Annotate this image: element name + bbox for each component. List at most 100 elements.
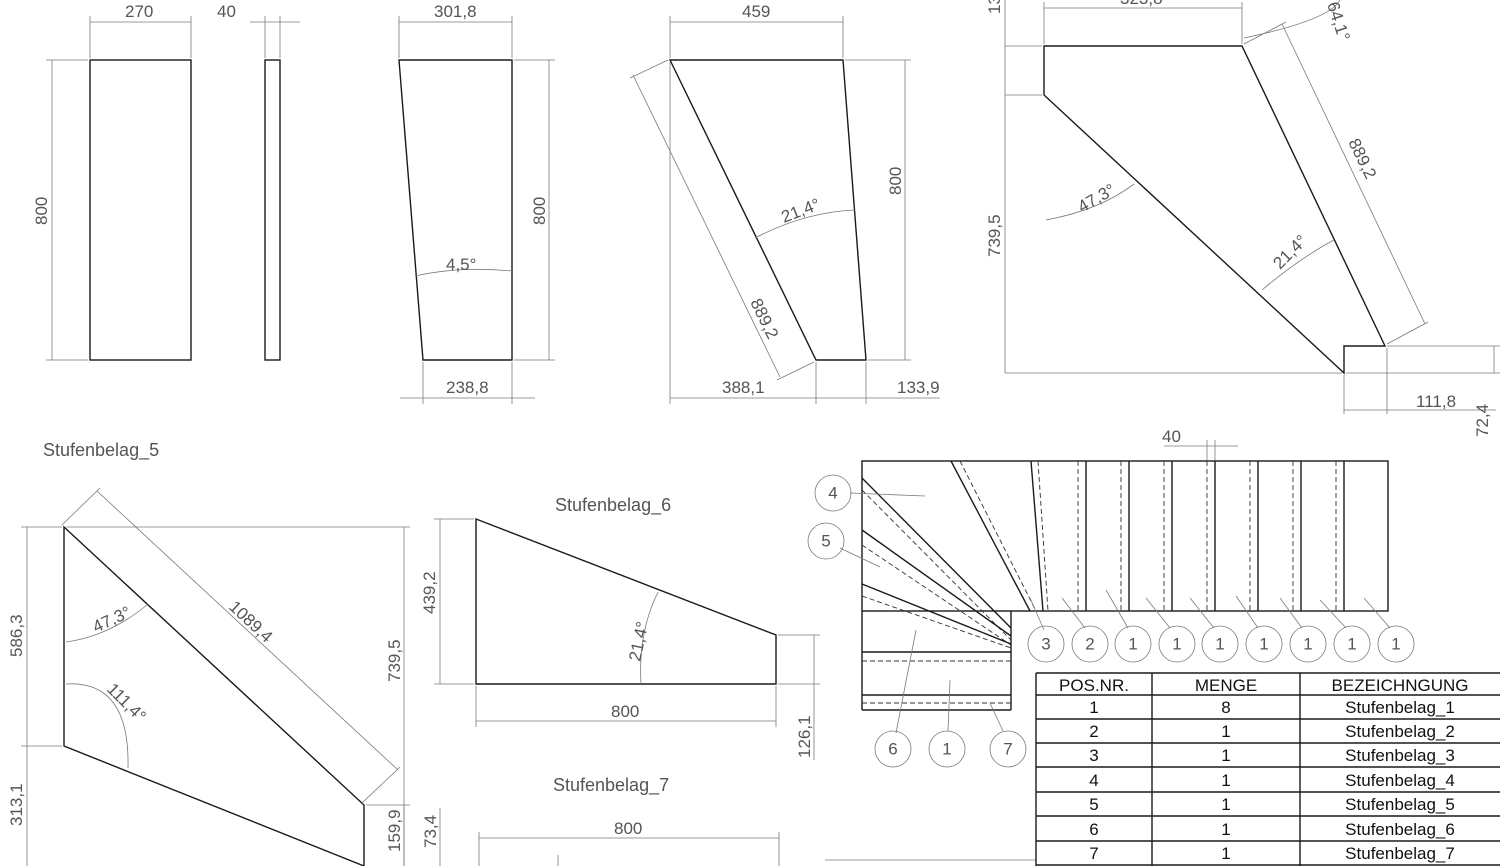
bom-header-row: POS.NR. MENGE BEZEICHNGUNG xyxy=(1059,676,1468,695)
dim-height: 800 xyxy=(886,167,905,195)
dim-right: 126,1 xyxy=(795,715,814,758)
assembly-outline xyxy=(861,460,1389,612)
dim-height: 73,4 xyxy=(421,815,440,848)
dim-diagonal: 889,2 xyxy=(1344,135,1380,182)
dim-top: 301,8 xyxy=(434,2,477,21)
svg-text:1: 1 xyxy=(1215,635,1224,654)
balloon: 3 xyxy=(1027,625,1065,663)
svg-text:8: 8 xyxy=(1221,698,1230,717)
balloon: 1 xyxy=(1377,625,1415,663)
balloon: 5 xyxy=(807,522,845,560)
svg-text:Stufenbelag_4: Stufenbelag_4 xyxy=(1345,771,1455,790)
svg-text:Stufenbelag_3: Stufenbelag_3 xyxy=(1345,746,1455,765)
dim-step-height: 72,4 xyxy=(1473,404,1492,437)
dim-angle: 21,4° xyxy=(779,195,823,227)
dim-angle: 21,4° xyxy=(625,620,652,663)
bom-row: 1 8 Stufenbelag_1 xyxy=(1089,698,1455,717)
dim-angle-a: 47,3° xyxy=(90,603,134,637)
svg-text:1: 1 xyxy=(1303,635,1312,654)
dim-height: 439,2 xyxy=(420,571,439,614)
svg-text:4: 4 xyxy=(828,484,837,503)
svg-text:1: 1 xyxy=(942,740,951,759)
balloon: 1 xyxy=(928,730,966,768)
bom-header-pos: POS.NR. xyxy=(1059,676,1129,695)
dim-diagonal: 1089,4 xyxy=(225,597,276,646)
bom-header-name: BEZEICHNGUNG xyxy=(1332,676,1469,695)
bom-row: 6 1 Stufenbelag_6 xyxy=(1089,820,1455,839)
dim-angle-right: 21,4° xyxy=(1269,231,1311,273)
bom-row: 5 1 Stufenbelag_5 xyxy=(1089,795,1455,814)
svg-text:Stufenbelag_7: Stufenbelag_7 xyxy=(1345,844,1455,863)
balloon: 1 xyxy=(1201,625,1239,663)
bom-table: POS.NR. MENGE BEZEICHNGUNG 1 8 Stufenbel… xyxy=(1035,672,1500,866)
bom-row: 3 1 Stufenbelag_3 xyxy=(1089,746,1455,765)
part-large-board: 323,8 13 739,5 64,1° 889,2 47,3° 21,4° 1… xyxy=(985,0,1500,437)
svg-text:5: 5 xyxy=(821,532,830,551)
svg-text:1: 1 xyxy=(1089,698,1098,717)
svg-text:2: 2 xyxy=(1085,635,1094,654)
svg-text:1: 1 xyxy=(1347,635,1356,654)
dim-angle-top: 64,1° xyxy=(1323,0,1353,43)
balloon: 1 xyxy=(1245,625,1283,663)
balloon: 1 xyxy=(1114,625,1152,663)
balloon: 4 xyxy=(814,474,852,512)
svg-text:6: 6 xyxy=(1089,820,1098,839)
svg-text:3: 3 xyxy=(1089,746,1098,765)
drawing-title: Stufenbelag_5 xyxy=(43,440,159,461)
part-outline xyxy=(398,59,513,361)
svg-text:1: 1 xyxy=(1391,635,1400,654)
dim-width: 40 xyxy=(217,2,236,21)
svg-text:1: 1 xyxy=(1221,844,1230,863)
dim-top-cut: 13 xyxy=(985,0,1004,14)
stufenbelag-6: Stufenbelag_6 439,2 21,4° 800 126,1 xyxy=(420,495,820,760)
dim-width: 270 xyxy=(125,2,153,21)
dim-angle: 4,5° xyxy=(446,255,476,274)
bom-header-qty: MENGE xyxy=(1195,676,1257,695)
svg-text:1: 1 xyxy=(1221,771,1230,790)
dim-height: 800 xyxy=(530,197,549,225)
svg-text:Stufenbelag_2: Stufenbelag_2 xyxy=(1345,722,1455,741)
dim-gap: 40 xyxy=(1162,427,1181,446)
part-outline xyxy=(63,525,365,866)
part-rectangle-270: 270 800 xyxy=(32,2,192,361)
part-outline xyxy=(89,59,192,361)
part-outline xyxy=(264,59,281,361)
dim-right: 739,5 xyxy=(385,639,404,682)
dim-top: 459 xyxy=(742,2,770,21)
stair-assembly-view: 40 xyxy=(861,427,1389,711)
svg-text:1: 1 xyxy=(1128,635,1137,654)
bom-row: 2 1 Stufenbelag_2 xyxy=(1089,722,1455,741)
part-outline xyxy=(668,59,867,361)
dim-height: 739,5 xyxy=(985,214,1004,257)
svg-text:1: 1 xyxy=(1172,635,1181,654)
stufenbelag-5: Stufenbelag_5 586,3 313,1 47,3° 111,4° 1… xyxy=(7,440,410,866)
balloon: 7 xyxy=(989,730,1027,768)
svg-text:5: 5 xyxy=(1089,795,1098,814)
bom-row: 4 1 Stufenbelag_4 xyxy=(1089,771,1455,790)
svg-text:1: 1 xyxy=(1221,722,1230,741)
dim-bottom: 238,8 xyxy=(446,378,489,397)
svg-text:1: 1 xyxy=(1221,820,1230,839)
svg-text:7: 7 xyxy=(1089,844,1098,863)
balloon: 2 xyxy=(1071,625,1109,663)
part-outline xyxy=(1043,45,1387,375)
dim-width: 800 xyxy=(611,702,639,721)
svg-text:6: 6 xyxy=(888,740,897,759)
dim-bottom-left: 388,1 xyxy=(722,378,765,397)
bom-row: 7 1 Stufenbelag_7 xyxy=(1089,844,1455,863)
svg-text:1: 1 xyxy=(1259,635,1268,654)
dim-left-lower: 313,1 xyxy=(7,783,26,826)
drawing-title: Stufenbelag_6 xyxy=(555,495,671,516)
dim-height: 800 xyxy=(32,197,51,225)
balloon: 1 xyxy=(1333,625,1371,663)
balloon-leaders xyxy=(839,492,1391,734)
stufenbelag-7: Stufenbelag_7 800 73,4 xyxy=(421,775,1036,866)
part-outline xyxy=(475,517,777,685)
svg-text:4: 4 xyxy=(1089,771,1098,790)
svg-text:2: 2 xyxy=(1089,722,1098,741)
dim-angle-left: 47,3° xyxy=(1075,180,1119,216)
balloons: 4 5 3 2 1 1 1 1 1 1 1 6 1 7 xyxy=(807,474,1415,768)
dim-step-width: 111,8 xyxy=(1416,392,1456,411)
drawing-title: Stufenbelag_7 xyxy=(553,775,669,796)
svg-text:1: 1 xyxy=(1221,795,1230,814)
